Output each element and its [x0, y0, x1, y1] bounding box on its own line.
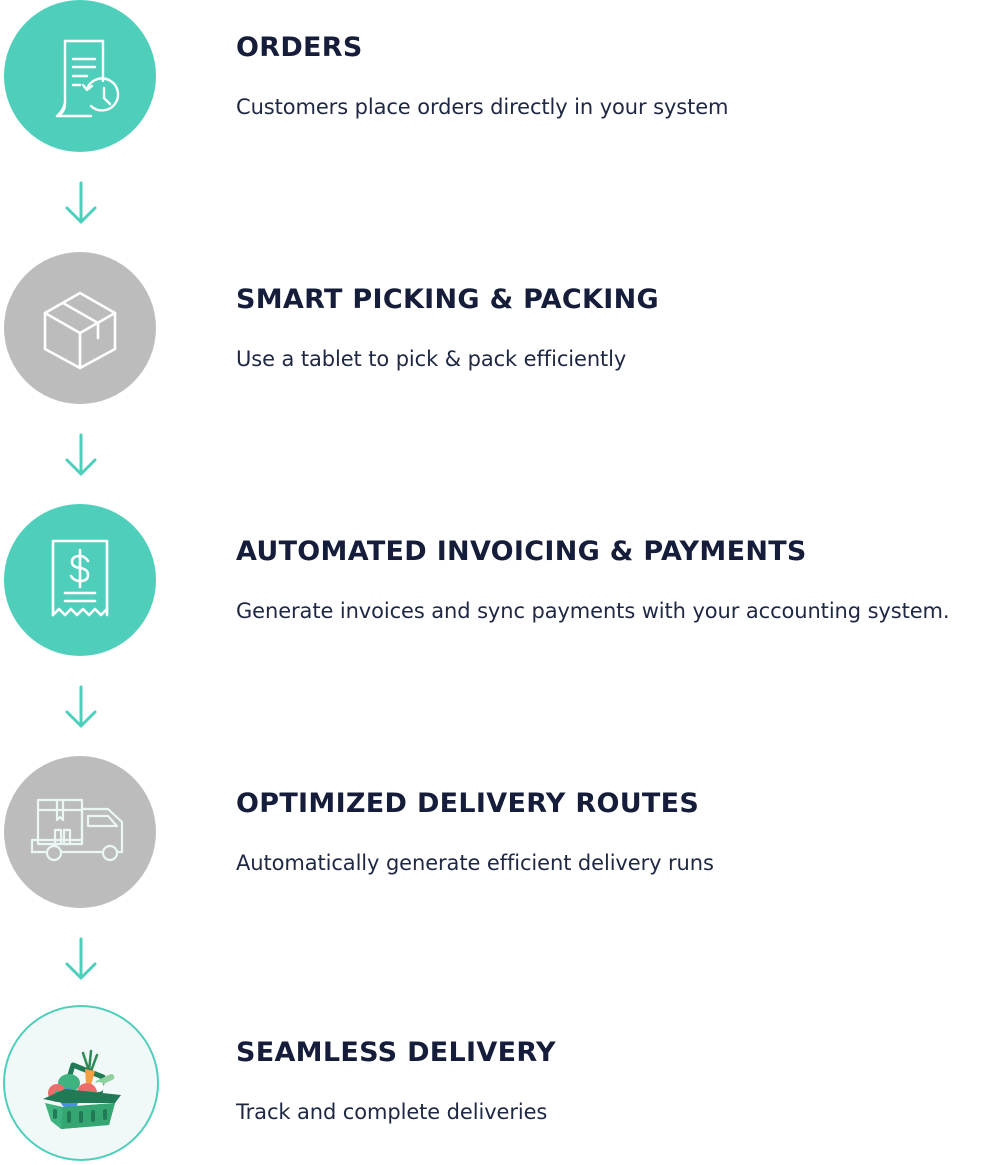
arrow-down-icon: [65, 937, 97, 980]
step-routes-circle: [4, 756, 156, 908]
step-picking-circle: [4, 252, 156, 404]
delivery-truck-icon: [30, 798, 124, 862]
step-title: SEAMLESS DELIVERY: [236, 1037, 556, 1068]
order-history-icon: [55, 39, 120, 118]
step-description: Use a tablet to pick & pack efficiently: [236, 347, 627, 371]
step-title: SMART PICKING & PACKING: [236, 284, 659, 315]
step-seamless-delivery: SEAMLESS DELIVERY Track and complete del…: [0, 1005, 990, 1165]
invoice-receipt-icon: [51, 539, 109, 617]
step-invoicing-payments: AUTOMATED INVOICING & PAYMENTS Generate …: [0, 504, 990, 664]
step-title: AUTOMATED INVOICING & PAYMENTS: [236, 536, 807, 567]
step-title: OPTIMIZED DELIVERY ROUTES: [236, 788, 700, 819]
step-description: Customers place orders directly in your …: [236, 95, 729, 119]
grocery-basket-icon: [43, 1049, 121, 1129]
step-title: ORDERS: [236, 32, 363, 63]
arrow-down-icon: [65, 433, 97, 476]
step-orders-circle: [4, 0, 156, 152]
step-description: Automatically generate efficient deliver…: [236, 851, 714, 875]
step-orders: ORDERS Customers place orders directly i…: [0, 0, 990, 160]
arrow-down-icon: [65, 181, 97, 224]
arrow-down-icon: [65, 685, 97, 728]
step-description: Generate invoices and sync payments with…: [236, 599, 950, 623]
step-delivery-circle: [3, 1005, 159, 1161]
step-invoicing-circle: [4, 504, 156, 656]
package-box-icon: [43, 291, 117, 370]
step-picking-packing: SMART PICKING & PACKING Use a tablet to …: [0, 252, 990, 412]
step-description: Track and complete deliveries: [236, 1100, 548, 1124]
step-delivery-routes: OPTIMIZED DELIVERY ROUTES Automatically …: [0, 756, 990, 916]
